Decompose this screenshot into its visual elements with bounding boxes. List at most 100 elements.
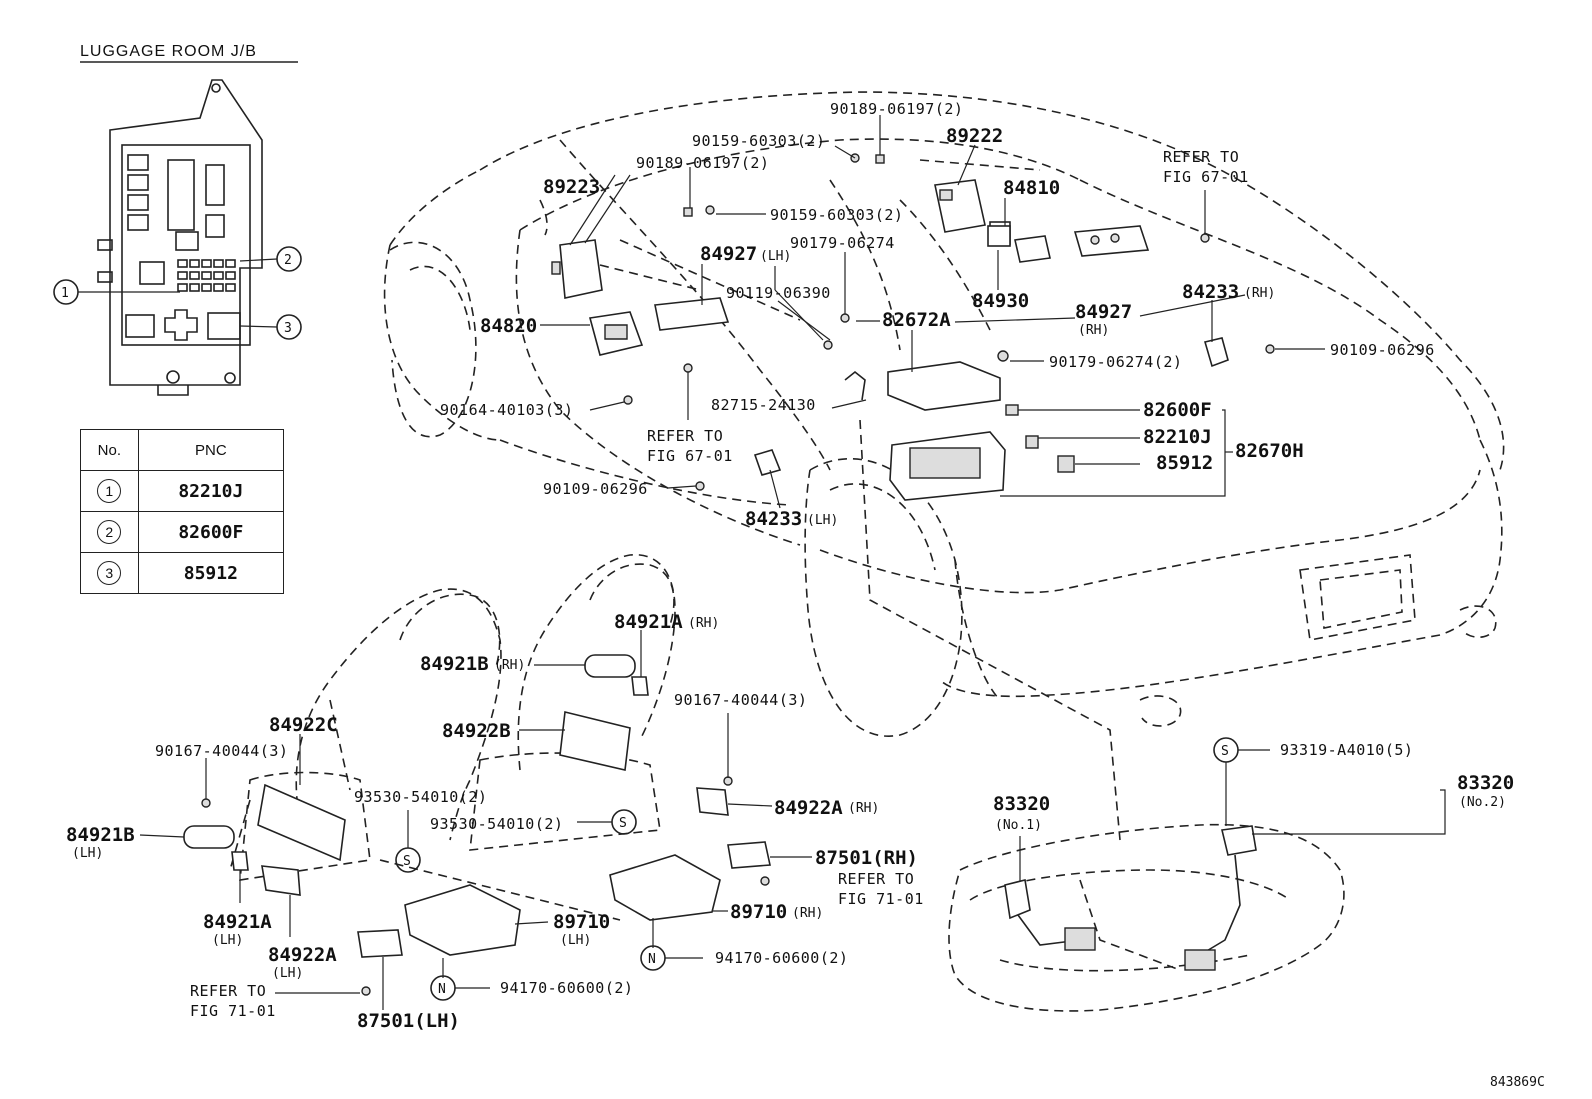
label-90189-06197-2-top: 90189-06197(2) — [830, 100, 963, 118]
car-body-outline — [383, 91, 1505, 841]
label-90159-60303-2-a: 90159-60303(2) — [692, 132, 825, 150]
label-90179-06274-2: 90179-06274(2) — [1049, 353, 1182, 371]
table-row: 2 82600F — [80, 511, 285, 553]
svg-text:N: N — [438, 982, 446, 997]
label-93530-54010-2-a: 93530-54010(2) — [354, 788, 487, 806]
label-84233-lh-suffix: (LH) — [807, 513, 838, 528]
label-89710-rh: 89710 — [730, 901, 787, 923]
label-89710-rh-suffix: (RH) — [792, 906, 823, 921]
label-90109-06296-b: 90109-06296 — [543, 480, 648, 498]
fuel-tank-outline — [948, 823, 1345, 1012]
part-84922a-rh — [696, 787, 729, 816]
drawing-id: 843869C — [1490, 1075, 1545, 1090]
label-85912: 85912 — [1156, 452, 1213, 474]
svg-text:1: 1 — [61, 286, 69, 301]
part-84921b-lh — [183, 825, 235, 849]
label-refer-fig71-b-1: REFER TO — [190, 982, 266, 1000]
table-row: 1 82210J — [80, 470, 285, 512]
col-pnc-header: PNC — [137, 429, 285, 471]
label-refer-fig67-b-2: FIG 67-01 — [647, 447, 733, 465]
pnc-table: No. PNC 1 82210J 2 82600F 3 85912 — [80, 429, 285, 594]
part-labels: 90189-06197(2) 90159-60303(2) 89222 REFE… — [66, 100, 1545, 1090]
leader-lines — [139, 115, 1446, 1010]
part-84927-rh — [1073, 225, 1150, 257]
part-82210j — [1025, 435, 1039, 449]
label-84922b: 84922B — [442, 720, 511, 742]
part-85912 — [1057, 455, 1075, 473]
row-number-circle: 1 — [97, 479, 122, 503]
part-84922c — [257, 783, 346, 862]
s-marker-3: S — [1213, 737, 1239, 763]
svg-text:N: N — [648, 952, 656, 967]
label-refer-fig71-a-1: REFER TO — [838, 870, 914, 888]
label-87501-lh: 87501(LH) — [357, 1010, 460, 1032]
label-84233-lh: 84233 — [745, 508, 802, 530]
part-84921a-rh — [631, 676, 649, 696]
n-marker-1: N — [430, 975, 456, 1001]
label-84921b-lh-suffix: (LH) — [72, 846, 103, 861]
part-89222 — [934, 179, 986, 233]
n-marker-2: N — [640, 945, 666, 971]
table-row: 3 85912 — [80, 552, 285, 594]
label-84820: 84820 — [480, 315, 537, 337]
label-82600f: 82600F — [1143, 399, 1212, 421]
label-82210j: 82210J — [1143, 426, 1212, 448]
jb-title: LUGGAGE ROOM J/B — [80, 43, 257, 60]
svg-text:S: S — [1221, 744, 1229, 759]
part-87501-rh — [727, 841, 771, 869]
label-refer-fig67-a-1: REFER TO — [1163, 148, 1239, 166]
label-84922a-rh: 84922A — [774, 797, 843, 819]
jb-callout-1: 1 — [53, 279, 180, 305]
label-82670h: 82670H — [1235, 440, 1304, 462]
label-89223: 89223 — [543, 176, 600, 198]
label-90109-06296-a: 90109-06296 — [1330, 341, 1435, 359]
label-87501-rh: 87501(RH) — [815, 847, 918, 869]
label-93530-54010-2-b: 93530-54010(2) — [430, 815, 563, 833]
part-82670h-jb — [889, 431, 1006, 501]
part-89223 — [551, 239, 603, 299]
part-84233-rh — [1203, 337, 1229, 368]
row-number-circle: 3 — [97, 561, 122, 585]
label-84922a-rh-suffix: (RH) — [848, 801, 879, 816]
label-84921b-lh: 84921B — [66, 824, 135, 846]
part-84820 — [588, 311, 644, 356]
part-84921a-lh — [231, 851, 249, 871]
label-83320-no2: 83320 — [1457, 772, 1514, 794]
jb-callout-2: 2 — [239, 246, 302, 272]
label-89710-lh: 89710 — [553, 911, 610, 933]
label-94170-60600-2-b: 94170-60600(2) — [500, 979, 633, 997]
row-number-circle: 2 — [97, 520, 122, 544]
label-84921a-rh: 84921A — [614, 611, 683, 633]
junction-block-drawing — [97, 79, 263, 396]
label-83320-no2-suffix: (No.2) — [1459, 795, 1506, 810]
part-82715-24130 — [844, 370, 866, 401]
row-pnc: 82600F — [137, 511, 285, 553]
label-84922a-lh: 84922A — [268, 944, 337, 966]
s-marker-2: S — [611, 809, 637, 835]
label-89710-lh-suffix: (LH) — [560, 933, 591, 948]
svg-text:3: 3 — [284, 321, 292, 336]
label-82672a: 82672A — [882, 309, 951, 331]
label-90167-40044-3-a: 90167-40044(3) — [674, 691, 807, 709]
label-refer-fig71-a-2: FIG 71-01 — [838, 890, 924, 908]
label-84927-rh-suffix: (RH) — [1078, 323, 1109, 338]
label-90179-06274: 90179-06274 — [790, 234, 895, 252]
part-84927-lh — [654, 297, 730, 331]
part-89710-lh — [404, 884, 521, 956]
label-84921b-rh: 84921B — [420, 653, 489, 675]
label-84921b-rh-suffix: (RH) — [494, 658, 525, 673]
bolt-markers — [201, 153, 1275, 996]
label-93319-a4010-5: 93319-A4010(5) — [1280, 741, 1413, 759]
part-84930 — [987, 225, 1011, 247]
part-84233-lh — [753, 449, 782, 476]
label-90159-60303-2-b: 90159-60303(2) — [770, 206, 903, 224]
label-94170-60600-2-a: 94170-60600(2) — [715, 949, 848, 967]
label-84233-rh: 84233 — [1182, 281, 1239, 303]
part-83320-no1 — [1004, 879, 1096, 951]
part-82672a — [887, 361, 1001, 411]
label-90189-06197-2-b: 90189-06197(2) — [636, 154, 769, 172]
label-84927-lh: 84927 — [700, 243, 757, 265]
col-no-header: No. — [80, 429, 139, 471]
